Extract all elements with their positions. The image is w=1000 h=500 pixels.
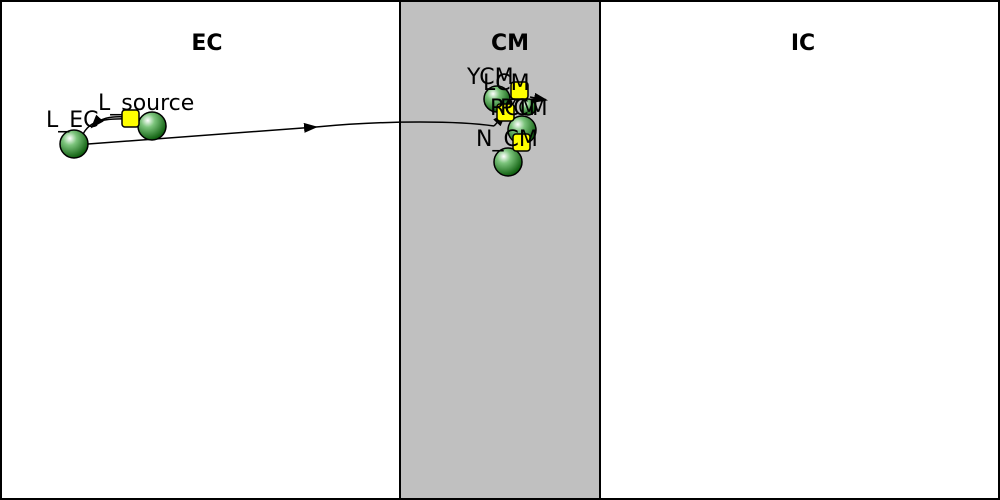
reaction-cm-2-node[interactable]	[496, 103, 515, 122]
edge-transport-arrow-mid	[87, 122, 318, 145]
compartment-cm-label: CM	[491, 31, 529, 56]
reaction-cm-1-node[interactable]	[510, 81, 529, 100]
reaction-cm-3-node[interactable]	[512, 133, 531, 152]
compartment-ic-label: IC	[791, 31, 815, 56]
species-pcm-label: PCM	[500, 96, 548, 121]
species-l-source-label: L_source	[98, 91, 194, 116]
compartment-ec-box	[0, 0, 401, 500]
reaction-l-source-node[interactable]	[121, 109, 140, 128]
species-ncm-label: N_CM	[476, 127, 538, 152]
species-lcm-node[interactable]	[519, 98, 537, 116]
edge-cm-r7	[529, 92, 548, 103]
edge-transport-to-cm	[315, 121, 495, 128]
compartment-cm-box	[399, 0, 601, 500]
edge-l-ec-to-l-source-reaction	[82, 118, 127, 135]
species-rcm-label: RCM	[490, 96, 539, 121]
species-l-ec-label: L_EC	[46, 108, 99, 133]
species-l-ec-node[interactable]	[59, 129, 89, 159]
compartment-ic-box	[599, 0, 1000, 500]
species-ycm-label: YCM	[466, 65, 514, 90]
species-lcm-label: LCM	[483, 71, 530, 96]
species-l-source-node[interactable]	[137, 111, 167, 141]
species-ncm-node[interactable]	[493, 147, 523, 177]
compartment-ec-label: EC	[191, 31, 222, 56]
